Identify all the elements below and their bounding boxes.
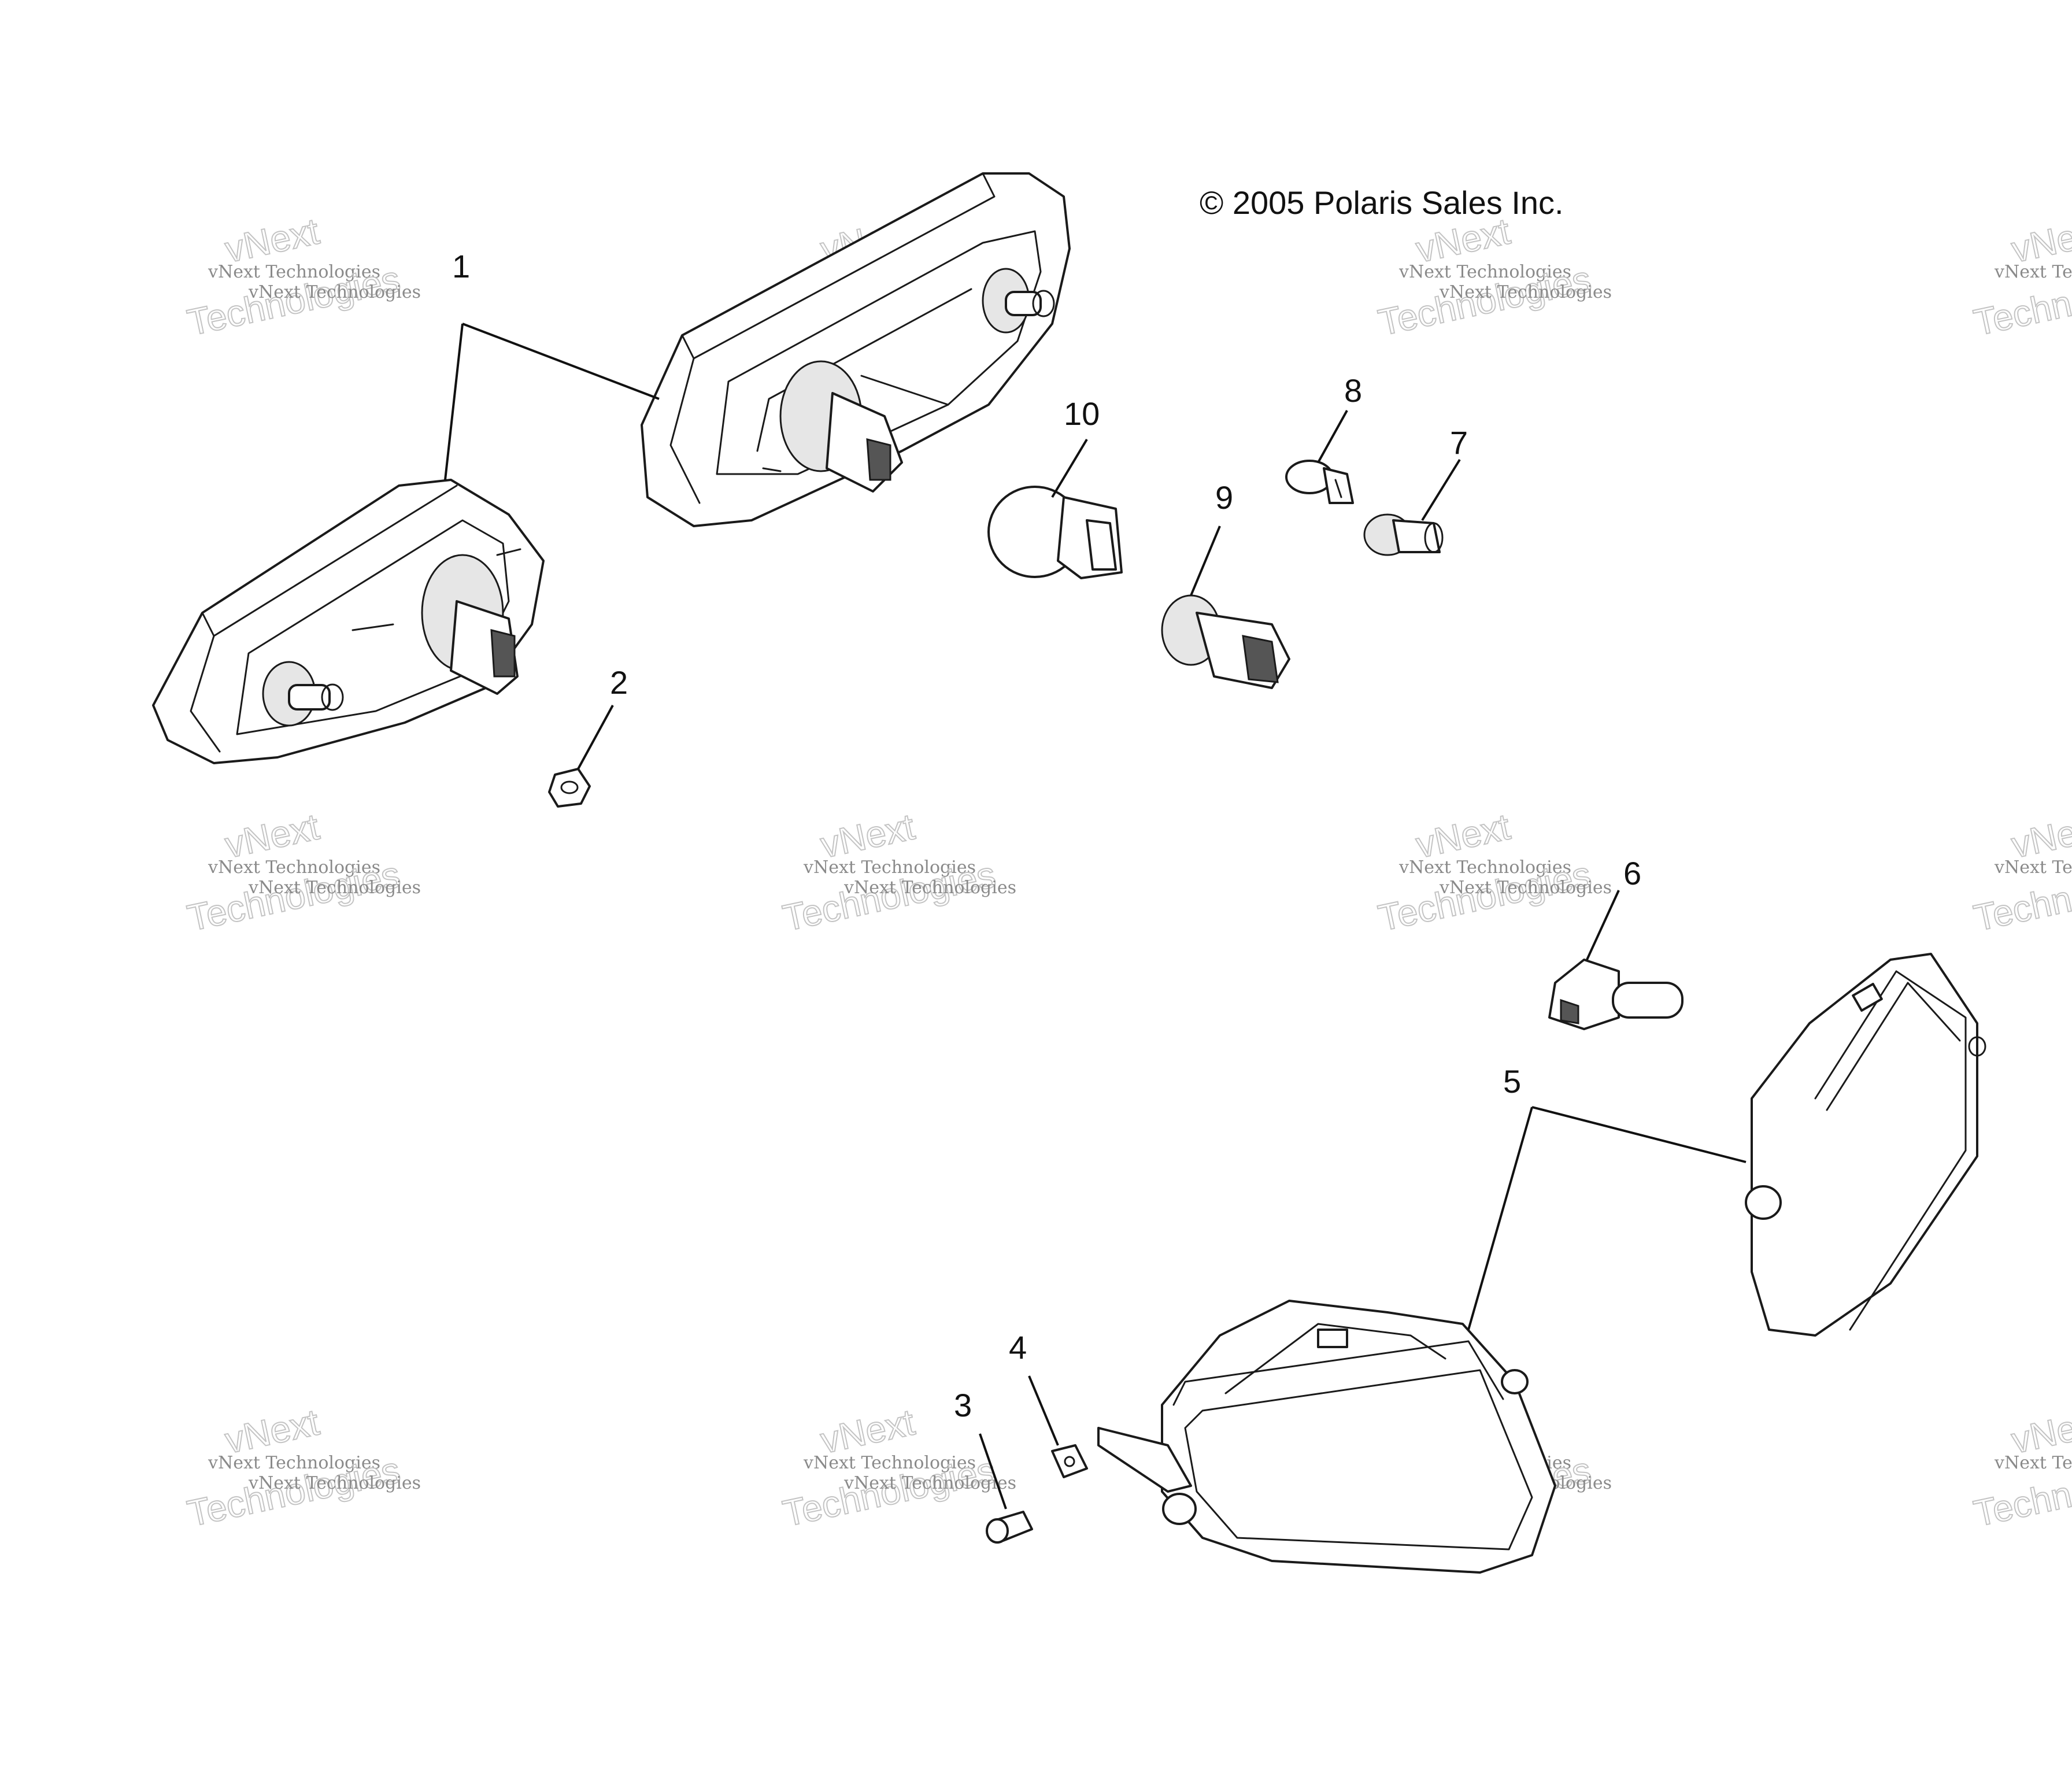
rivet[interactable] [986,1511,1033,1544]
callout-9: 9 [1215,479,1233,516]
clip[interactable] [1051,1444,1088,1478]
leader-line-5 [1531,1106,1747,1163]
callout-10: 10 [1064,395,1100,432]
svg-text:vNext Technologies: vNext Technologies [803,1453,976,1473]
callout-7: 7 [1450,424,1468,461]
svg-text:vNext Technologies: vNext Technologies [208,262,380,282]
headlight-bulb[interactable] [1548,959,1684,1030]
leader-line-10 [1051,438,1088,498]
svg-text:vNext Technologies: vNext Technologies [248,878,421,898]
callout-4: 4 [1009,1329,1027,1366]
watermark-layer: vNext vNext Technologies Technologies vN… [183,209,2072,1535]
copyright-text: © 2005 Polaris Sales Inc. [1200,184,1564,221]
leader-line-2 [577,705,614,769]
leader-line-1 [462,323,660,400]
svg-text:vNext Technologies: vNext Technologies [1439,282,1612,302]
bulb-socket-large[interactable] [1161,594,1290,689]
watermark: vNext vNext Technologies Technologies vN… [1374,209,1612,344]
svg-text:vNext Technologies: vNext Technologies [803,857,976,878]
wedge-bulb[interactable] [1285,460,1354,504]
watermark: vNext vNext Technologies Technologies vN… [183,805,421,939]
watermark: vNext vNext Technologies Technologies [1970,805,2072,939]
svg-text:vNext Technologies: vNext Technologies [1994,262,2072,282]
callout-1: 1 [452,248,470,284]
watermark: vNext vNext Technologies Technologies [1970,1400,2072,1535]
watermark: vNext vNext Technologies Technologies vN… [183,1400,421,1535]
leader-line-5b [1467,1107,1533,1330]
svg-text:vNext Technologies: vNext Technologies [1439,878,1612,898]
leader-line-3 [979,1433,1007,1509]
watermark: vNext vNext Technologies Technologies vN… [1374,805,1612,939]
leader-line-9 [1190,526,1221,596]
callout-8: 8 [1344,372,1362,409]
tail-light-upper[interactable] [641,172,1071,527]
svg-text:vNext Technologies: vNext Technologies [843,1473,1016,1493]
callout-2: 2 [610,664,628,701]
svg-text:vNext Technologies: vNext Technologies [248,282,421,302]
callout-3: 3 [954,1387,972,1423]
svg-text:vNext Technologies: vNext Technologies [843,878,1016,898]
callout-6: 6 [1623,855,1641,891]
watermark: vNext vNext Technologies Technologies vN… [779,805,1016,939]
callout-5: 5 [1503,1063,1521,1100]
headlight-right[interactable] [1745,953,1986,1337]
svg-text:vNext Technologies: vNext Technologies [1398,262,1571,282]
svg-text:vNext Technologies: vNext Technologies [1994,1453,2072,1473]
leader-line-7 [1421,458,1461,521]
tail-light-lower[interactable] [152,479,545,764]
headlight-left[interactable] [1097,1300,1556,1574]
nut[interactable] [548,768,591,808]
watermark: vNext vNext Technologies Technologies [1970,209,2072,344]
bulb-socket-small[interactable] [1363,513,1444,556]
leader-line-4 [1028,1375,1059,1446]
svg-text:vNext Technologies: vNext Technologies [1398,857,1571,878]
leader-line-1b [444,323,464,480]
watermark: vNext vNext Technologies Technologies vN… [779,1400,1016,1535]
svg-text:vNext Technologies: vNext Technologies [208,857,380,878]
svg-text:vNext Technologies: vNext Technologies [1994,857,2072,878]
watermark: vNext vNext Technologies Technologies vN… [183,209,421,344]
brake-light-bulb[interactable] [987,486,1123,579]
svg-text:vNext Technologies: vNext Technologies [208,1453,380,1473]
svg-text:vNext Technologies: vNext Technologies [248,1473,421,1493]
leader-line-6 [1586,890,1620,960]
leader-line-8 [1317,410,1348,463]
